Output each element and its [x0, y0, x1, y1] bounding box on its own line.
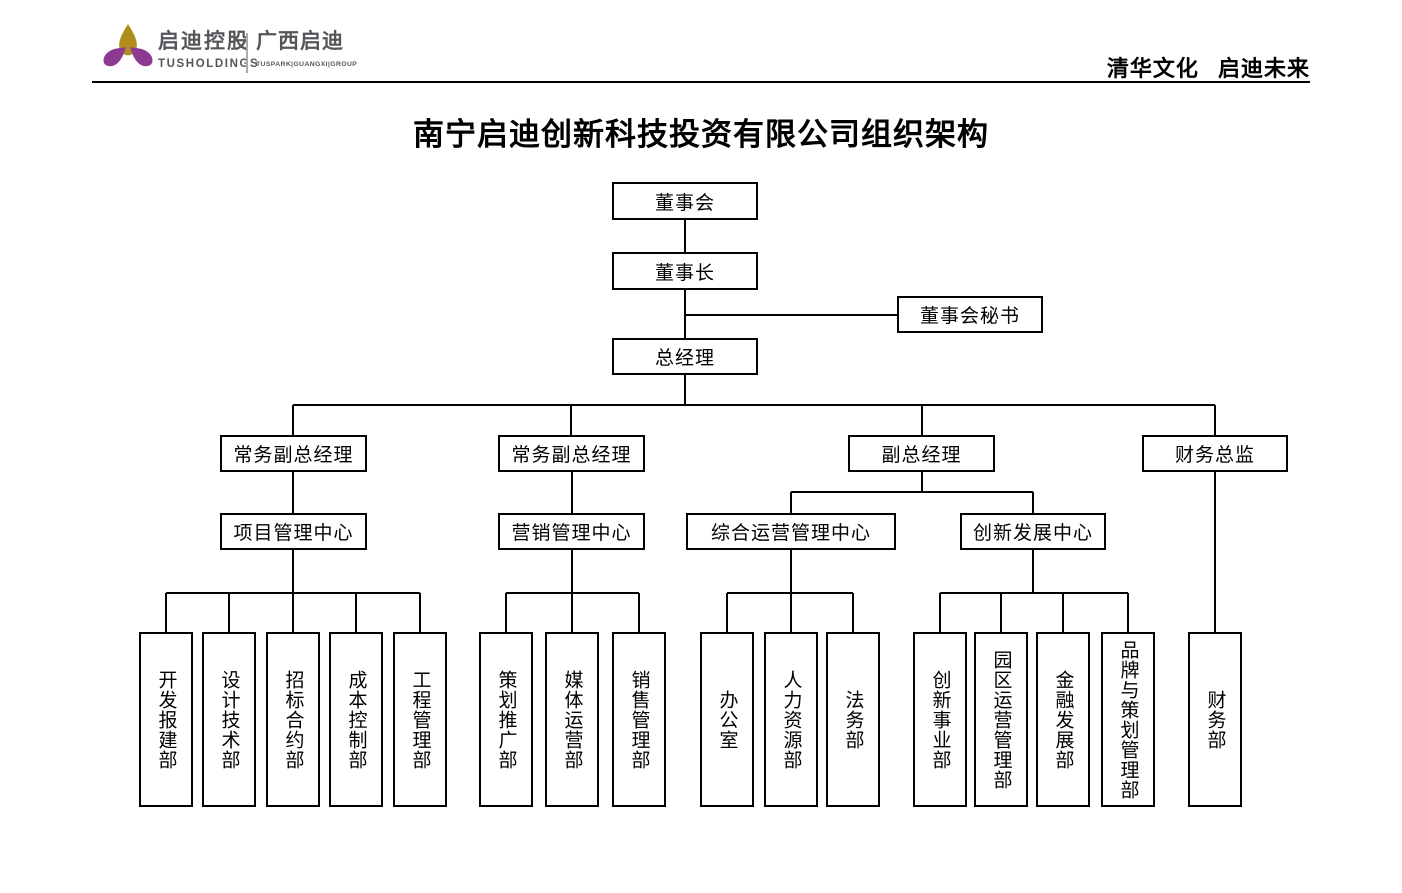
org-node-project-mgmt-center: 项目管理中心	[220, 513, 367, 550]
org-node-hr-dept: 人力资源部	[764, 632, 818, 807]
page-title: 南宁启迪创新科技投资有限公司组织架构	[413, 117, 989, 152]
org-node-board: 董事会	[612, 182, 758, 220]
org-node-financial-dev-dept: 金融发展部	[1036, 632, 1090, 807]
org-node-engineering-mgmt-dept: 工程管理部	[393, 632, 447, 807]
org-node-finance-director: 财务总监	[1142, 435, 1288, 472]
org-node-tender-contract-dept: 招标合约部	[266, 632, 320, 807]
brand-divider	[246, 33, 248, 73]
org-node-chairman: 董事长	[612, 252, 758, 290]
org-node-comprehensive-ops-mgmt-center: 综合运营管理中心	[686, 513, 896, 550]
org-node-general-manager: 总经理	[612, 338, 758, 375]
org-node-media-operations-dept: 媒体运营部	[545, 632, 599, 807]
sub-brand-block: 广西启迪 TUSPARK|GUANGXI|GROUP	[256, 29, 357, 68]
brand-name-en: TUSHOLDINGS	[158, 58, 260, 70]
org-node-design-tech-dept: 设计技术部	[202, 632, 256, 807]
header-rule	[92, 81, 1310, 83]
org-node-cost-control-dept: 成本控制部	[329, 632, 383, 807]
org-node-park-ops-mgmt-dept: 园区运营管理部	[974, 632, 1028, 807]
org-node-brand-planning-mgmt-dept: 品牌与策划管理部	[1101, 632, 1155, 807]
sub-brand-name-en: TUSPARK|GUANGXI|GROUP	[256, 61, 358, 68]
org-node-sales-mgmt-dept: 销售管理部	[612, 632, 666, 807]
org-node-office: 办公室	[700, 632, 754, 807]
org-node-exec-deputy-gm-2: 常务副总经理	[498, 435, 645, 472]
org-node-dev-approval-dept: 开发报建部	[139, 632, 193, 807]
org-node-legal-dept: 法务部	[826, 632, 880, 807]
tus-flower-icon	[103, 24, 153, 67]
header-slogan: 清华文化 启迪未来	[1106, 56, 1310, 81]
org-node-finance-dept: 财务部	[1188, 632, 1242, 807]
org-node-deputy-gm: 副总经理	[848, 435, 995, 472]
brand-block: 启迪控股 TUSHOLDINGS	[158, 29, 259, 70]
brand-name-cn: 启迪控股	[158, 30, 250, 53]
org-node-innovation-business-dept: 创新事业部	[913, 632, 967, 807]
org-node-innovation-dev-center: 创新发展中心	[960, 513, 1106, 550]
org-node-board-secretary: 董事会秘书	[897, 296, 1043, 333]
org-node-exec-deputy-gm-1: 常务副总经理	[220, 435, 367, 472]
org-node-planning-promotion-dept: 策划推广部	[479, 632, 533, 807]
sub-brand-name-cn: 广西启迪	[256, 30, 344, 53]
org-node-marketing-mgmt-center: 营销管理中心	[498, 513, 645, 550]
